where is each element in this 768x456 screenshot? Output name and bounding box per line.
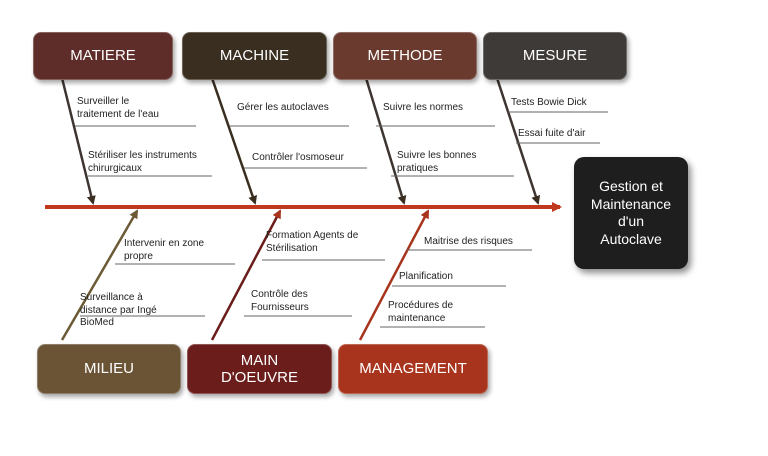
effect-box: Gestion et Maintenance d'un Autoclave (574, 157, 688, 269)
category-milieu: MILIEU (37, 344, 181, 394)
cause-methode-2: Suivre les bonnes pratiques (397, 150, 477, 174)
cause-machine-2: Contrôler l'osmoseur (252, 152, 344, 163)
category-mesure: MESURE (483, 32, 627, 80)
cause-main-oeuvre-2: Contrôle des Fournisseurs (251, 289, 309, 313)
cause-matiere-2: Stériliser les instruments chirurgicaux (88, 150, 197, 174)
cause-methode-1: Suivre les normes (383, 102, 464, 113)
category-methode: METHODE (333, 32, 477, 80)
cause-management-1: Maitrise des risques (424, 236, 513, 247)
cause-mesure-2: Essai fuite d'air (518, 128, 586, 139)
cause-management-2: Planification (399, 271, 453, 282)
bone-machine (210, 77, 257, 205)
cause-machine-1: Gérer les autoclaves (237, 102, 329, 113)
category-main-oeuvre: MAIN D'OEUVRE (187, 344, 332, 394)
cause-main-oeuvre-1: Formation Agents de Stérilisation (266, 230, 359, 254)
cause-mesure-1: Tests Bowie Dick (511, 97, 587, 108)
cause-milieu-2: Surveillance à distance par Ingé BioMed (80, 292, 157, 328)
bone-milieu (60, 209, 139, 341)
bone-mesure (495, 77, 541, 205)
cause-underlines (75, 111, 608, 328)
bone-matiere (60, 77, 96, 205)
cause-management-3: Procédures de maintenance (388, 300, 454, 324)
category-matiere: MATIERE (33, 32, 173, 80)
category-management: MANAGEMENT (338, 344, 488, 394)
bone-methode (364, 77, 407, 205)
cause-matiere-1: Surveiller le traitement de l'eau (77, 96, 159, 120)
bone-main-oeuvre (210, 209, 282, 341)
cause-milieu-1: Intervenir en zone propre (124, 238, 205, 262)
category-machine: MACHINE (182, 32, 327, 80)
bone-management (358, 209, 430, 341)
